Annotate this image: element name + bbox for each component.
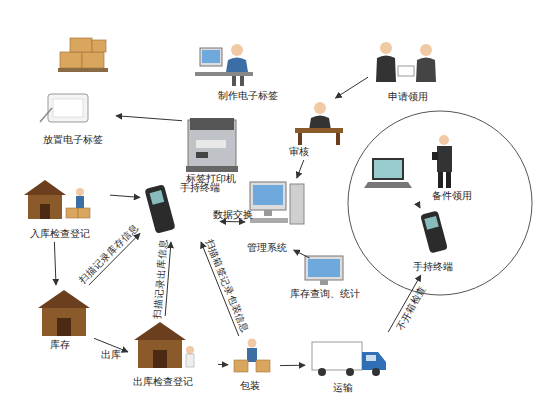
applicants	[376, 42, 436, 82]
flow-arrow	[218, 364, 228, 365]
node-label: 运输	[333, 382, 353, 394]
illustrated-node: 库存查询、统计	[285, 250, 385, 302]
node-label: 管理系统	[247, 242, 287, 254]
illustrated-node: 管理系统	[245, 178, 310, 258]
edge-label: 出库	[101, 349, 121, 360]
flow-arrow	[280, 365, 305, 366]
edge-label: 扫描箱签记录包装信息	[204, 238, 252, 335]
edge-label: 数据交换	[213, 208, 253, 219]
flow-arrow	[220, 221, 245, 223]
reviewer	[295, 102, 343, 145]
truck	[312, 342, 386, 376]
node-label: 审核	[289, 146, 309, 158]
illustrated-node: 出库检查登记	[128, 316, 218, 394]
label-printer	[186, 118, 238, 172]
outbound-house	[134, 322, 194, 368]
illustrated-node: 制作电子标签	[185, 38, 285, 106]
boxes-stack	[58, 38, 108, 72]
flow-arrow	[54, 242, 56, 285]
flow-arrow	[110, 195, 140, 197]
electronic-tag	[40, 94, 88, 122]
illustrated-node: 包装	[228, 336, 280, 396]
node-label: 包装	[240, 380, 260, 392]
illustrated-node: 备件领用	[366, 128, 476, 208]
node-label: 备件领用	[432, 190, 472, 202]
packing-worker	[234, 339, 270, 373]
warehouse-house	[38, 290, 90, 336]
node-label: 出库检查登记	[133, 376, 193, 388]
illustrated-node: 运输	[305, 332, 395, 397]
illustrated-node: 放置电子标签	[38, 88, 116, 150]
illustrated-node: 入库检查登记	[15, 172, 110, 242]
node-label: 手持终端	[180, 182, 220, 194]
query-monitor	[305, 256, 343, 285]
inbound-house	[24, 180, 90, 219]
node-label: 库存查询、统计	[290, 288, 360, 300]
node-label: 制作电子标签	[218, 90, 278, 102]
user-circle	[348, 111, 532, 295]
illustrated-node: 手持终端	[408, 205, 470, 275]
computer	[250, 182, 304, 224]
laptop-and-user	[364, 135, 452, 188]
node-label: 库存	[50, 339, 70, 351]
flow-arrow	[116, 116, 182, 121]
illustrated-node: 申请领用	[368, 36, 450, 108]
person-at-computer	[195, 44, 253, 86]
illustrated-node: 审核	[285, 98, 347, 160]
flow-arrow	[335, 77, 368, 98]
handheld-terminal	[420, 210, 448, 253]
node-label: 申请领用	[388, 91, 428, 103]
illustrated-node: 标签打印机	[182, 115, 242, 185]
illustrated-node: 手持终端	[140, 180, 220, 242]
flow-arrow	[418, 205, 420, 208]
handheld-terminal	[144, 184, 175, 234]
node-label: 入库检查登记	[30, 228, 90, 240]
node-label: 放置电子标签	[43, 134, 103, 146]
flow-arrow	[294, 250, 310, 258]
illustrated-node: 库存	[32, 285, 94, 353]
node-label: 手持终端	[413, 261, 453, 273]
flow-arrow	[297, 160, 304, 178]
